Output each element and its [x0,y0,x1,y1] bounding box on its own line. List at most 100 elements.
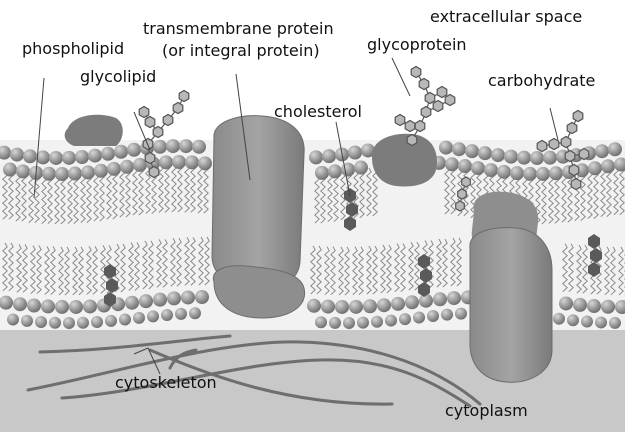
phospholipid-head [127,143,141,157]
sugar-ring [407,135,417,146]
phospholipid-head [153,293,167,307]
phospholipid-head [455,308,467,320]
phospholipid-head [559,296,573,310]
label-cholesterol: cholesterol [274,103,362,121]
phospholipid-head [41,299,55,313]
phospholipid-head [153,140,167,154]
phospholipid-head [75,150,89,164]
phospholipid-head [159,155,173,169]
phospholipid-head [587,299,601,313]
phospholipid-head [23,149,37,163]
phospholipid-head [55,167,69,181]
phospholipid-head [307,299,321,313]
label-phospholipid: phospholipid [22,40,124,58]
phospholipid-head [595,316,607,328]
phospholipid-head [91,316,103,328]
phospholipid-head [348,145,362,159]
phospholipid-head [484,163,498,177]
phospholipid-head [166,139,180,153]
sugar-ring [145,153,155,164]
phospholipid-head [608,142,622,156]
sugar-ring [425,93,435,104]
phospholipid-head [120,160,134,174]
sugar-ring [462,177,471,187]
sugar-ring [419,79,429,90]
sugar-ring [395,115,405,126]
phospholipid-head [433,292,447,306]
phospholipid-head [7,313,19,325]
phospholipid-head [185,155,199,169]
phospholipid-head [471,161,485,175]
phospholipid-head [465,144,479,158]
phospholipid-head [69,300,83,314]
sugar-ring [437,87,447,98]
phospholipid-head [536,167,550,181]
label-integral-protein: (or integral protein) [162,42,320,60]
phospholipid-head [445,157,459,171]
label-transmembrane-protein: transmembrane protein [143,20,334,38]
phospholipid-head [16,164,30,178]
sugar-ring [149,167,159,178]
phospholipid-head [49,317,61,329]
phospholipid-head [195,290,209,304]
phospholipid-head [405,295,419,309]
phospholipid-head [62,151,76,165]
sugar-ring [456,201,465,211]
phospholipid-head [189,307,201,319]
right-integral-protein-lower [470,228,552,383]
phospholipid-head [81,165,95,179]
phospholipid-head [101,147,115,161]
phospholipid-head [399,313,411,325]
phospholipid-head [441,309,453,321]
phospholipid-head [3,163,17,177]
phospholipid-head [133,312,145,324]
phospholipid-head [343,317,355,329]
phospholipid-head [385,315,397,327]
phospholipid-head [567,314,579,326]
sugar-ring [579,149,589,160]
label-glycolipid: glycolipid [80,68,156,86]
phospholipid-head [341,163,355,177]
label-glycoprotein: glycoprotein [367,36,467,54]
phospholipid-head [491,148,505,162]
phospholipid-head [309,150,323,164]
phospholipid-head [517,151,531,165]
phospholipid-head [161,309,173,321]
phospholipid-head [172,155,186,169]
phospholipid-head [315,166,329,180]
sugar-ring [405,121,415,132]
phospholipid-head [609,317,621,329]
phospholipid-head [139,294,153,308]
phospholipid-head [147,310,159,322]
phospholipid-head [371,316,383,328]
sugar-ring [421,107,431,118]
phospholipid-head [114,145,128,159]
phospholipid-head [119,313,131,325]
phospholipid-head [175,308,187,320]
sugar-ring [565,151,575,162]
phospholipid-head [105,315,117,327]
phospholipid-head [530,151,544,165]
phospholipid-head [391,297,405,311]
phospholipid-head [181,290,195,304]
phospholipid-head [77,317,89,329]
sugar-ring [139,107,149,118]
phospholipid-head [354,161,368,175]
glycoprotein-protein [372,134,437,187]
phospholipid-head [549,166,563,180]
label-cytoskeleton: cytoskeleton [115,374,217,392]
transmembrane-protein [212,116,304,289]
phospholipid-head [125,296,139,310]
sugar-ring [567,123,577,134]
phospholipid-head [68,167,82,181]
phospholipid-head [13,297,27,311]
phospholipid-head [42,167,56,181]
phospholipid-head [427,310,439,322]
phospholipid-head [452,142,466,156]
sugar-ring [569,165,579,176]
sugar-ring [433,101,443,112]
sugar-ring [458,189,467,199]
phospholipid-head [322,149,336,163]
phospholipid-head [10,148,24,162]
